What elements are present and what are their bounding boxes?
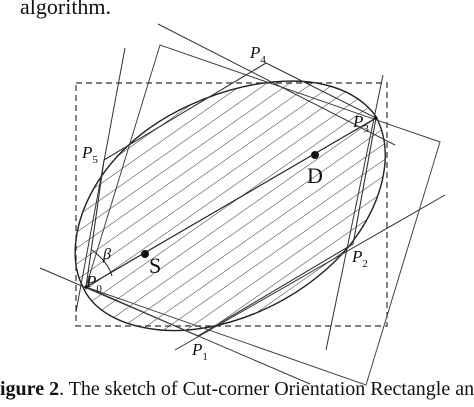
label-p0-letter: P	[85, 272, 96, 291]
label-beta: β	[102, 246, 111, 263]
label-p3-sub: 3	[363, 123, 369, 135]
point-s	[141, 250, 149, 258]
label-p4-letter: P	[249, 43, 260, 62]
label-p2: P2	[351, 247, 368, 270]
label-p3: P3	[352, 112, 369, 135]
angle-arc	[91, 249, 113, 277]
caption-top-fragment: algorithm.	[20, 0, 112, 19]
label-p0: P0	[85, 272, 102, 295]
tangent-line-p3-p2	[325, 74, 384, 351]
label-d: D	[307, 163, 323, 188]
main-axis	[85, 117, 377, 288]
label-p5-sub: 5	[92, 154, 98, 166]
label-p1-sub: 1	[202, 351, 208, 363]
orientation-rectangle	[85, 44, 441, 386]
tangent-line-p5-p0	[75, 47, 126, 313]
label-p1-letter: P	[191, 340, 202, 359]
label-p2-sub: 2	[362, 258, 368, 270]
dashed-bounding-rect	[75, 82, 388, 327]
point-d	[311, 151, 319, 159]
caption-text: . The sketch of Cut-corner Orientation R…	[59, 378, 474, 400]
label-p0-sub: 0	[96, 283, 102, 295]
label-p1: P1	[191, 340, 208, 363]
label-p4-sub: 4	[260, 54, 266, 66]
vertex-p0	[84, 285, 88, 289]
caption-label: igure 2	[0, 378, 60, 400]
label-p3-letter: P	[352, 112, 363, 131]
vertex-p3	[374, 116, 378, 120]
tangent-line-p4-p3	[157, 23, 396, 146]
figure-caption: igure 2. The sketch of Cut-corner Orient…	[0, 378, 474, 401]
label-p5: P5	[81, 143, 98, 166]
tangent-line-p1-p2	[174, 194, 446, 351]
label-p5-letter: P	[81, 143, 92, 162]
label-p4: P4	[249, 43, 266, 66]
label-p2-letter: P	[351, 247, 362, 266]
label-s: S	[149, 253, 161, 278]
